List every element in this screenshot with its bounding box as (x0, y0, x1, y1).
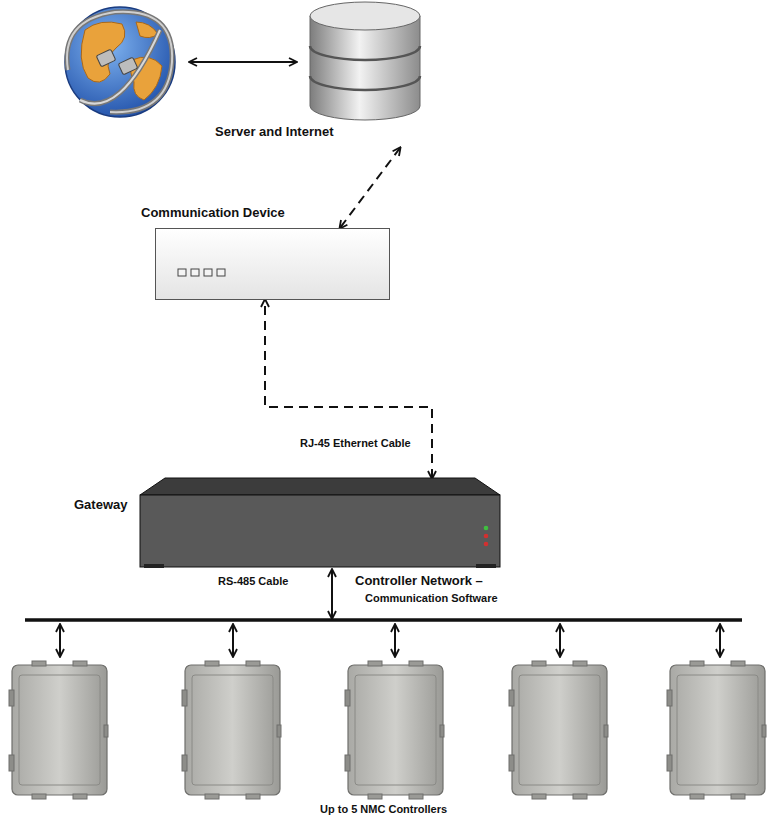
drop-arrow (59, 625, 61, 656)
node-label: Server and Internet (215, 124, 334, 140)
gateway-front (140, 495, 500, 567)
cable (80, 30, 160, 104)
node-label: Communication Device (141, 205, 285, 221)
drop-arrow (559, 625, 561, 656)
status-led (484, 542, 489, 547)
cable (80, 30, 160, 104)
link-arrow (190, 61, 296, 63)
controller-enclosure (9, 661, 108, 799)
gateway-top (140, 478, 500, 495)
cylinder-top (310, 2, 420, 30)
drop-arrow (394, 625, 396, 656)
connector (265, 300, 432, 478)
network-subtitle: Communication Software (365, 592, 498, 605)
port-square (217, 269, 225, 276)
cable-label: RJ-45 Ethernet Cable (300, 437, 411, 450)
gateway-foot (476, 564, 496, 568)
gateway-shape (140, 478, 500, 570)
communication-device: Communication Device (155, 228, 390, 300)
cable (67, 12, 172, 112)
controller-enclosure (509, 661, 608, 799)
node-label: Gateway (74, 497, 127, 513)
status-led (484, 534, 489, 539)
device-panel (156, 229, 388, 298)
network-title: Controller Network – (355, 573, 483, 589)
continent (136, 22, 158, 38)
drop-arrows (60, 625, 720, 656)
port-square (178, 269, 186, 276)
bus-line (25, 618, 742, 622)
server-group: Server and Internet (55, 0, 425, 148)
gateway-box: Gateway (140, 478, 500, 570)
cylinder-band (310, 76, 420, 90)
database-server (310, 2, 420, 120)
drop-arrow (232, 625, 234, 656)
port-square (191, 269, 199, 276)
cable (67, 12, 172, 112)
connector (340, 148, 400, 228)
port-square (204, 269, 212, 276)
plug (96, 49, 116, 67)
connector (331, 570, 333, 618)
status-led (484, 526, 489, 531)
globe-sphere (65, 7, 175, 117)
controller-enclosure (345, 661, 444, 799)
cable-label: RS-485 Cable (218, 575, 288, 588)
plug (118, 57, 138, 75)
continent (81, 22, 125, 82)
controller-enclosure (182, 661, 281, 799)
controller-enclosure (667, 661, 766, 799)
drop-arrow (719, 625, 721, 656)
cylinder-band (310, 46, 420, 60)
gateway-foot (144, 564, 164, 568)
node-label: Up to 5 NMC Controllers (320, 803, 447, 816)
internet-globe (65, 7, 175, 117)
cylinder-body (310, 16, 420, 120)
controller-group: Up to 5 NMC Controllers (5, 618, 767, 819)
controller-enclosures (9, 661, 766, 799)
